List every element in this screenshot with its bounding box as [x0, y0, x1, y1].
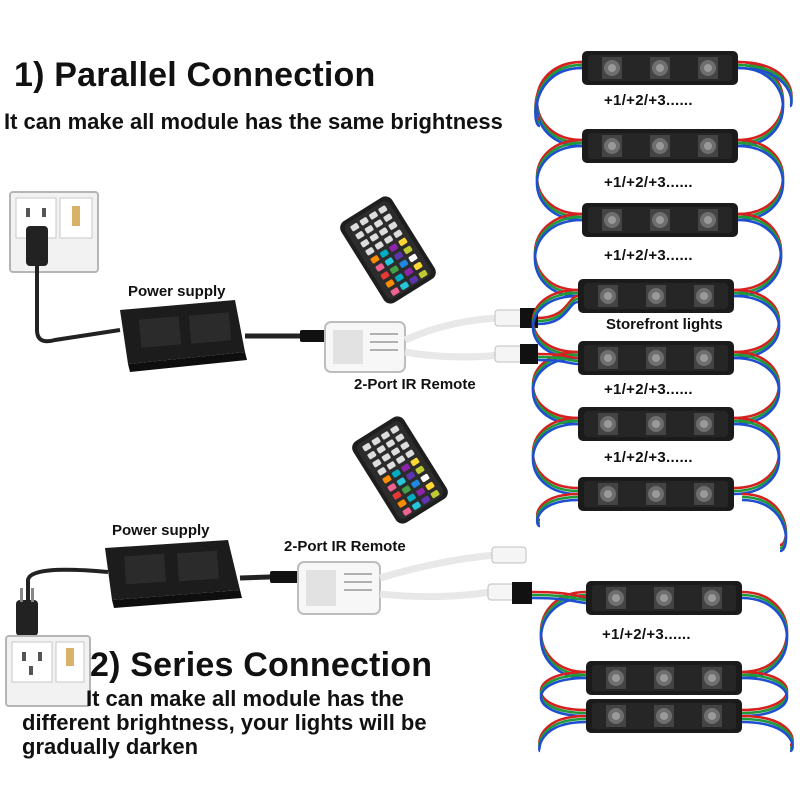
multiplier-label-series: +1/+2/+3......	[602, 626, 691, 643]
multiplier-label: +1/+2/+3......	[604, 174, 693, 191]
multiplier-label: +1/+2/+3......	[604, 381, 693, 398]
rgb-wire-feed	[537, 294, 579, 320]
rgb-wire-left	[536, 495, 579, 525]
series-title: 2) Series Connection	[90, 646, 433, 684]
rgb-wire-feed	[537, 352, 579, 360]
rgb-wire-right	[737, 66, 793, 108]
rgb-wires	[531, 60, 794, 753]
led-module	[582, 51, 738, 85]
plug-bottom	[16, 588, 38, 636]
rgb-wire-right	[741, 676, 789, 718]
rgb-wire-feed	[537, 300, 579, 326]
rgb-wire-right	[733, 419, 781, 493]
rgb-wire-feed	[537, 355, 579, 363]
rgb-wire-right	[733, 422, 781, 496]
ir-remote-bottom	[349, 413, 451, 527]
rgb-wire-left	[531, 419, 579, 493]
storefront-lights-label: Storefront lights	[606, 316, 723, 333]
power-supply-label-bottom: Power supply	[112, 522, 210, 539]
led-module	[578, 407, 734, 441]
power-supply-top	[120, 300, 330, 372]
led-module	[578, 477, 734, 511]
ir-controller-top	[324, 308, 538, 373]
led-module	[586, 661, 742, 695]
controller-label-top: 2-Port IR Remote	[354, 376, 476, 393]
ir-controller-bottom	[297, 546, 532, 615]
plug-top	[26, 226, 121, 344]
led-module	[578, 279, 734, 313]
rgb-wire-right	[737, 141, 785, 219]
multiplier-label: +1/+2/+3......	[604, 92, 693, 109]
led-module	[586, 581, 742, 615]
rgb-wire-left	[536, 498, 579, 528]
rgb-wire-left	[535, 141, 583, 219]
controller-label-bottom: 2-Port IR Remote	[284, 538, 406, 555]
wall-socket-bottom	[5, 635, 91, 707]
rgb-wire-right	[741, 593, 789, 677]
rgb-wire-left	[539, 676, 587, 718]
led-module	[582, 203, 738, 237]
power-supply-bottom	[26, 540, 301, 640]
rgb-wire-left	[531, 422, 579, 496]
parallel-title: 1) Parallel Connection	[14, 56, 376, 94]
rgb-wire-left	[538, 720, 587, 753]
rgb-wire-left	[534, 66, 583, 128]
led-module	[578, 341, 734, 375]
series-description-line-2: different brightness, your lights will b…	[22, 710, 427, 735]
parallel-description: It can make all module has the same brig…	[4, 109, 503, 134]
rgb-wire-feed	[537, 358, 579, 366]
rgb-wire-right	[741, 498, 788, 553]
wall-socket-top	[9, 191, 99, 273]
series-description-line-1: It can make all module has the	[86, 686, 404, 711]
rgb-wire-left	[535, 63, 583, 145]
ir-remote-top	[337, 193, 439, 307]
multiplier-label: +1/+2/+3......	[604, 449, 693, 466]
rgb-wire-feed	[537, 297, 579, 323]
series-description-line-3: gradually darken	[22, 734, 199, 759]
rgb-wire-right	[741, 720, 794, 753]
led-module	[586, 699, 742, 733]
multiplier-label: +1/+2/+3......	[604, 247, 693, 264]
led-module	[582, 129, 738, 163]
rgb-wire-left	[539, 593, 587, 677]
power-supply-label-top: Power supply	[128, 283, 226, 300]
